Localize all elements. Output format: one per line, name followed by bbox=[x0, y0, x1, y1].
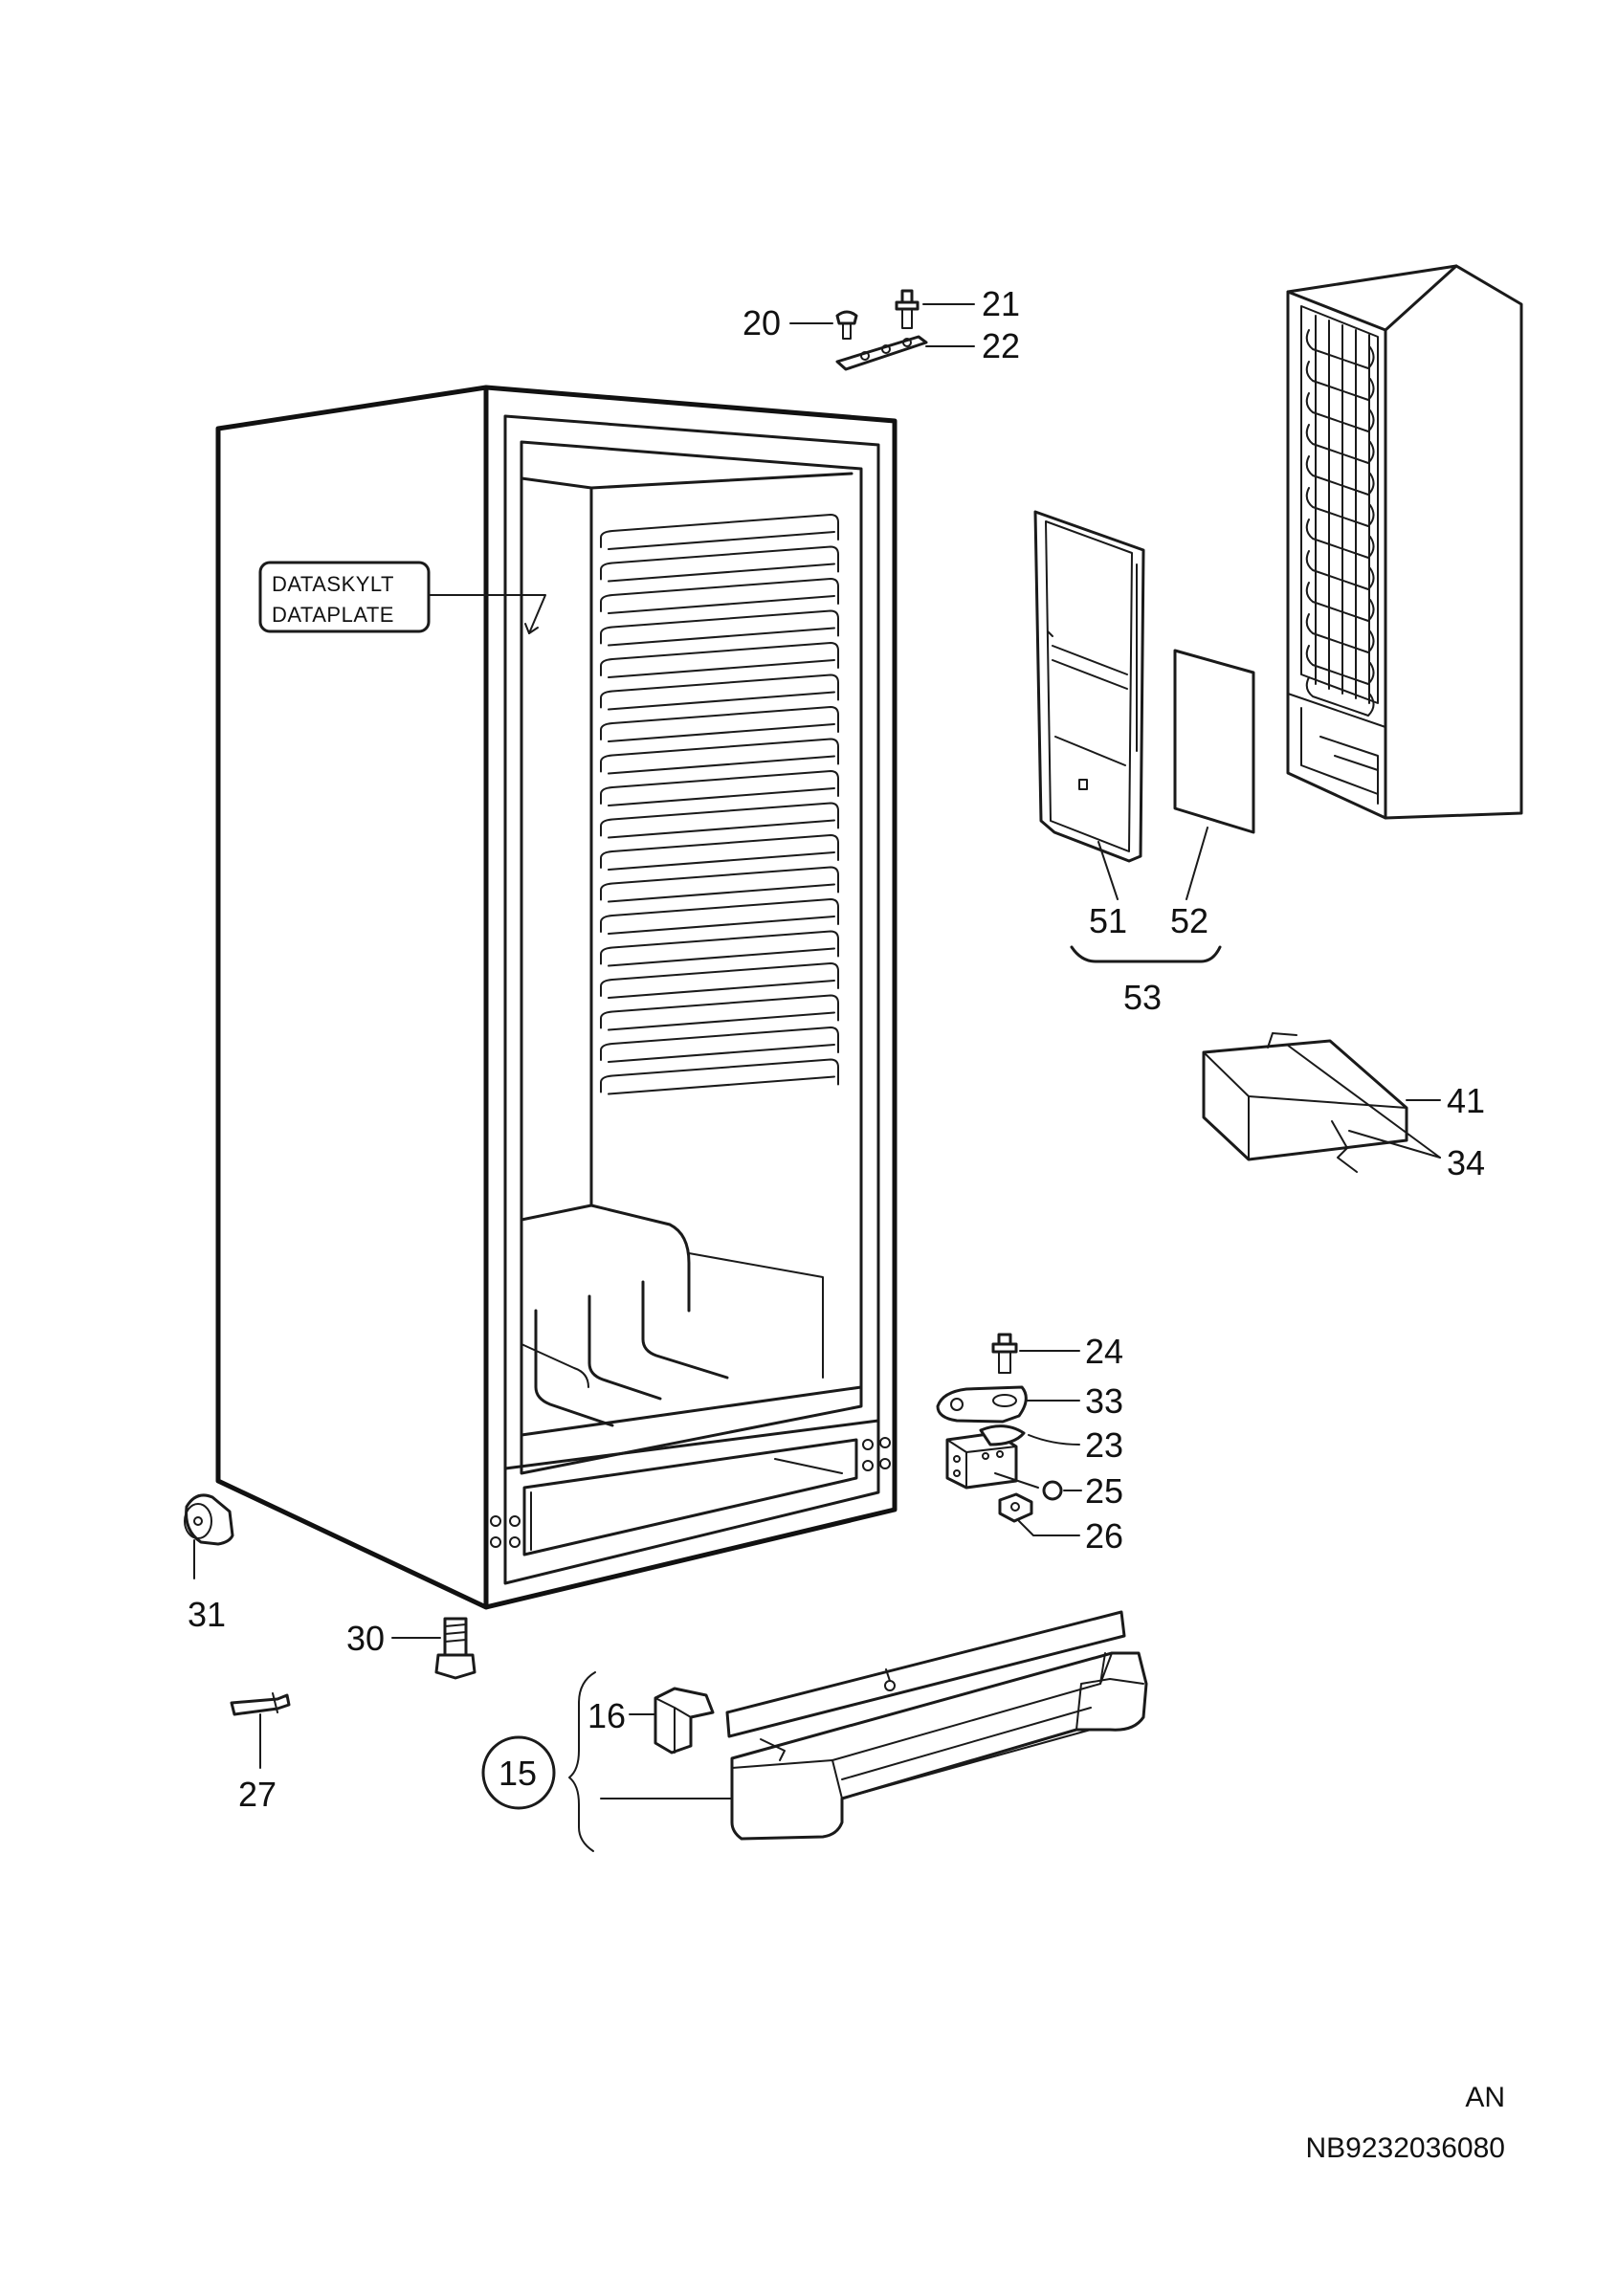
callout-41: 41 bbox=[1447, 1081, 1485, 1120]
condenser-coil-loop bbox=[1305, 519, 1375, 559]
cabinet bbox=[215, 385, 898, 1610]
callout-27: 27 bbox=[238, 1775, 277, 1814]
foot-31 bbox=[184, 1493, 234, 1579]
shelf-rib bbox=[600, 834, 839, 871]
shelf-rib bbox=[600, 609, 839, 647]
panel-52 bbox=[1173, 649, 1255, 834]
shelf-rib bbox=[600, 673, 839, 711]
shelf-rib bbox=[600, 578, 839, 614]
callout-51: 51 bbox=[1089, 901, 1127, 940]
bottom-hinge-parts bbox=[936, 1333, 1082, 1536]
callout-22: 22 bbox=[982, 326, 1020, 365]
condenser-coil-loop bbox=[1305, 550, 1375, 590]
shelf-rib bbox=[600, 1027, 839, 1063]
callout-26: 26 bbox=[1085, 1516, 1123, 1556]
condenser-coil-loop bbox=[1305, 487, 1375, 527]
dataplate-line1: DATASKYLT bbox=[272, 572, 394, 596]
callout-53: 53 bbox=[1123, 978, 1162, 1017]
box-41 bbox=[1202, 1032, 1441, 1173]
condenser-coil-loop bbox=[1305, 361, 1375, 401]
shelf-rib bbox=[600, 738, 839, 775]
callout-labels: 20 21 22 51 52 53 41 34 24 33 23 25 26 3… bbox=[188, 284, 1485, 1814]
condenser-coil-loop bbox=[1305, 392, 1375, 432]
condenser-coils bbox=[1305, 315, 1375, 717]
shelf-rib bbox=[600, 962, 839, 999]
shelf-rib bbox=[600, 1058, 839, 1095]
shelf-rib bbox=[600, 642, 839, 678]
callout-16: 16 bbox=[587, 1696, 626, 1735]
callout-23: 23 bbox=[1085, 1425, 1123, 1465]
callout-24: 24 bbox=[1085, 1332, 1123, 1371]
footer-doc-number: NB9232036080 bbox=[1305, 2132, 1505, 2164]
callout-21: 21 bbox=[982, 284, 1020, 323]
shelf-rib bbox=[600, 802, 839, 839]
condenser-coil-loop bbox=[1305, 582, 1375, 622]
shelf-rib bbox=[600, 898, 839, 935]
shelf-rib bbox=[600, 930, 839, 967]
shelf-rib bbox=[600, 770, 839, 806]
callout-52: 52 bbox=[1170, 901, 1208, 940]
shelf-rib bbox=[600, 706, 839, 742]
key-27 bbox=[230, 1692, 291, 1769]
condenser-coil-loop bbox=[1305, 455, 1375, 496]
callout-34: 34 bbox=[1447, 1143, 1485, 1182]
callout-31: 31 bbox=[188, 1595, 226, 1634]
callout-15: 15 bbox=[499, 1754, 537, 1793]
shelf-ribs bbox=[600, 514, 839, 1095]
condenser-coil-loop bbox=[1305, 424, 1375, 464]
shelf-rib bbox=[600, 514, 839, 550]
condenser-coil-loop bbox=[1305, 613, 1375, 653]
rear-cover-51 bbox=[1033, 510, 1145, 863]
callout-25: 25 bbox=[1085, 1471, 1123, 1511]
condenser-coil-loop bbox=[1305, 329, 1375, 369]
condenser-unit bbox=[1286, 264, 1523, 820]
shelf-rib bbox=[600, 994, 839, 1031]
footer-variant: AN bbox=[1465, 2082, 1505, 2113]
callout-33: 33 bbox=[1085, 1381, 1123, 1421]
shelf-rib bbox=[600, 545, 839, 583]
condenser-coil-loop bbox=[1305, 645, 1375, 685]
callout-30: 30 bbox=[346, 1619, 385, 1658]
shelf-rib bbox=[600, 866, 839, 903]
callout-20: 20 bbox=[743, 303, 781, 342]
condenser-coil-loop bbox=[1305, 676, 1375, 717]
kickplate-assembly bbox=[481, 1610, 1148, 1852]
bolt-30 bbox=[391, 1617, 477, 1680]
dataplate-line2: DATAPLATE bbox=[272, 603, 394, 627]
dataplate-label: DATASKYLT DATAPLATE bbox=[258, 561, 546, 634]
top-hinge-parts bbox=[789, 289, 975, 371]
